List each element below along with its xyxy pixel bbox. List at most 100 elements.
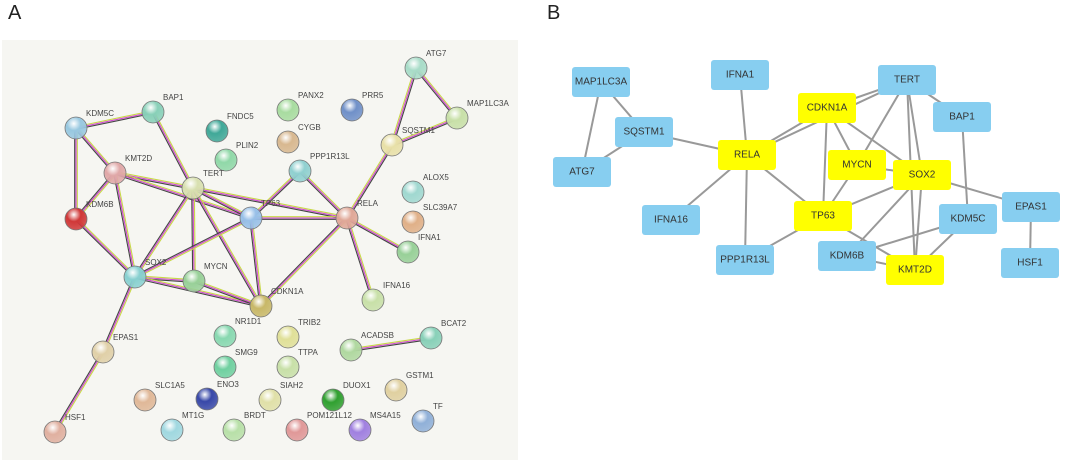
node-IFNA1[interactable]: IFNA1 [396,233,441,264]
node-label: PPP1R13L [720,255,770,266]
node-IFNA1[interactable]: IFNA1 [711,60,769,90]
edge-KMT2D-TP63 [114,171,252,220]
edge-EPAS1-HSF1 [53,351,105,433]
edge-MYCN-CDKN1A [193,279,262,308]
node-MS4A15[interactable]: MS4A15 [348,411,401,442]
node-NR1D1[interactable]: NR1D1 [213,317,262,348]
node-label: CDKN1A [807,103,848,114]
node-SQSTM1[interactable]: SQSTM1 [380,126,435,157]
node-FNDC5[interactable]: FNDC5 [205,112,254,143]
edge-RELA-SQSTM1 [345,144,394,219]
node-label: SLC1A5 [155,381,185,390]
node-SLC1A5[interactable]: SLC1A5 [133,381,185,412]
node-BCAT2[interactable]: BCAT2 [419,319,467,350]
node-SOX2[interactable]: SOX2 [893,160,951,190]
node-PLIN2[interactable]: PLIN2 [214,141,259,172]
node-ACADSB[interactable]: ACADSB [339,331,394,362]
edge-BAP1-TERT [151,111,195,189]
node-label: SQSTM1 [402,126,435,135]
node-label: GSTM1 [406,371,434,380]
node-MAP1LC3A[interactable]: MAP1LC3A [445,99,509,130]
node-ATG7[interactable]: ATG7 [404,49,447,80]
node-ATG7[interactable]: ATG7 [553,157,611,187]
node-DUOX1[interactable]: DUOX1 [321,381,371,412]
node-CYGB[interactable]: CYGB [276,123,321,154]
node-EPAS1[interactable]: EPAS1 [91,333,139,364]
node-IFNA16[interactable]: IFNA16 [642,205,700,235]
node-CDKN1A[interactable]: CDKN1A [249,287,304,318]
node-TTPA[interactable]: TTPA [276,348,319,379]
node-label: IFNA16 [383,281,411,290]
node-label: PLIN2 [236,141,259,150]
node-MYCN[interactable]: MYCN [828,150,886,180]
node-ENO3[interactable]: ENO3 [195,380,239,411]
node-label: BRDT [244,411,266,420]
node-KMT2D[interactable]: KMT2D [886,255,944,285]
node-TERT[interactable]: TERT [878,65,936,95]
edge-SQSTM1-ATG7 [390,67,418,146]
node-PANX2[interactable]: PANX2 [276,91,324,122]
node-TP63[interactable]: TP63 [239,199,281,230]
node-SQSTM1[interactable]: SQSTM1 [615,117,673,147]
edge-ACADSB-BCAT2 [350,336,432,352]
node-BAP1[interactable]: BAP1 [933,102,991,132]
node-KDM6B[interactable]: KDM6B [818,241,876,271]
node-label: PRR5 [362,91,384,100]
node-label: MS4A15 [370,411,401,420]
node-label: SIAH2 [280,381,304,390]
node-EPAS1[interactable]: EPAS1 [1002,192,1060,222]
node-MAP1LC3A[interactable]: MAP1LC3A [572,67,630,97]
node-label: FNDC5 [227,112,254,121]
node-RELA[interactable]: RELA [335,199,379,230]
node-label: TP63 [261,199,281,208]
node-HSF1[interactable]: HSF1 [43,413,86,444]
node-ALOX5[interactable]: ALOX5 [401,173,449,204]
edge-KDM6B-SOX2 [74,217,137,279]
node-TP63[interactable]: TP63 [794,201,852,231]
edge-TP63-RELA [251,216,347,220]
node-PRR5[interactable]: PRR5 [340,91,384,122]
node-TERT[interactable]: TERT [181,169,224,200]
node-label: IFNA1 [418,233,441,242]
node-BRDT[interactable]: BRDT [222,411,266,442]
node-IFNA16[interactable]: IFNA16 [361,281,411,312]
node-SMG9[interactable]: SMG9 [213,348,258,379]
node-MYCN[interactable]: MYCN [182,262,228,293]
node-label: MYCN [204,262,228,271]
edge-SOX2-EPAS1 [101,276,137,353]
node-PPP1R13L[interactable]: PPP1R13L [288,152,350,183]
node-SLC39A7[interactable]: SLC39A7 [401,203,458,234]
node-KMT2D[interactable]: KMT2D [103,154,152,185]
node-label: NR1D1 [235,317,262,326]
node-label: ATG7 [426,49,447,58]
node-label: TERT [203,169,224,178]
panel-b-label: B [547,2,561,24]
node-SIAH2[interactable]: SIAH2 [258,381,304,412]
node-RELA[interactable]: RELA [718,140,776,170]
node-KDM5C[interactable]: KDM5C [939,204,997,234]
node-KDM6B[interactable]: KDM6B [64,200,114,231]
node-KDM5C[interactable]: KDM5C [64,109,114,140]
node-MT1G[interactable]: MT1G [160,411,204,442]
node-PPP1R13L[interactable]: PPP1R13L [716,245,774,275]
node-TF[interactable]: TF [411,402,443,433]
node-label: POM121L12 [307,411,352,420]
edge-BAP1-KDM5C [961,116,969,220]
node-label: DUOX1 [343,381,371,390]
node-label: RELA [357,199,379,208]
node-label: TF [433,402,443,411]
node-SOX2[interactable]: SOX2 [123,258,167,289]
node-label: MYCN [842,160,871,171]
node-label: TRIB2 [298,318,321,327]
node-label: TTPA [298,348,319,357]
edge-TERT-MYCN [191,187,196,282]
node-POM121L12[interactable]: POM121L12 [285,411,352,442]
edge-TERT-SOX2 [906,79,923,176]
node-TRIB2[interactable]: TRIB2 [276,318,321,349]
node-GSTM1[interactable]: GSTM1 [384,371,434,402]
edge-RELA-IFNA16 [345,217,375,301]
node-BAP1[interactable]: BAP1 [141,93,184,124]
node-HSF1[interactable]: HSF1 [1001,248,1059,278]
node-CDKN1A[interactable]: CDKN1A [798,93,856,123]
